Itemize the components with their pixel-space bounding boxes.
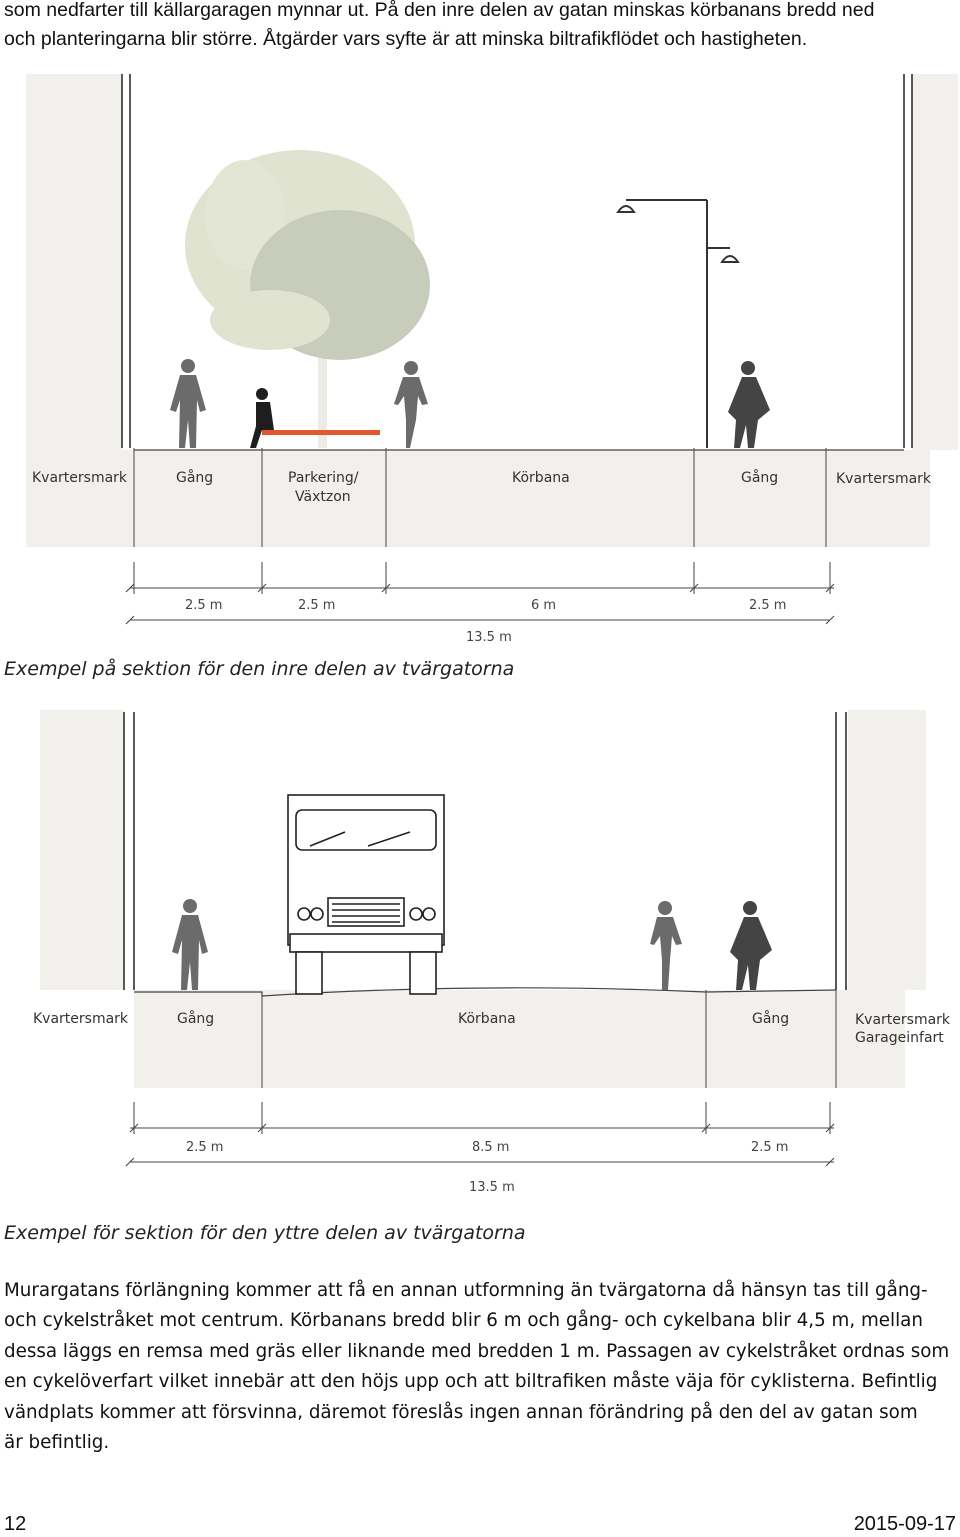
- footer-date: 2015-09-17: [853, 1513, 956, 1535]
- dimension-total: 13.5 m: [466, 630, 512, 645]
- label-korbana: Körbana: [512, 470, 570, 486]
- dimension-lines: [125, 1102, 835, 1167]
- label-kvartersmark-right: Kvartersmark: [836, 471, 932, 487]
- dimension-2: 8.5 m: [472, 1140, 509, 1155]
- label-garageinfart: Garageinfart: [855, 1030, 944, 1046]
- label-kvartersmark-right: Kvartersmark: [855, 1012, 951, 1028]
- pedestrian-right: [728, 361, 770, 448]
- truck-illustration: [287, 794, 445, 995]
- dimension-4: 2.5 m: [749, 598, 786, 613]
- ground-section: [134, 990, 905, 1088]
- pedestrian-left: [172, 899, 208, 990]
- ground-section: [26, 450, 930, 547]
- bench: [262, 430, 380, 435]
- label-parkering: Parkering/: [288, 470, 359, 486]
- label-kvartersmark-left: Kvartersmark: [33, 1011, 129, 1027]
- building-right: [848, 710, 926, 990]
- intro-line-1: som nedfarter till källargaragen mynnar …: [4, 0, 875, 21]
- dimension-1: 2.5 m: [185, 598, 222, 613]
- caption-outer-section: Exempel för sektion för den yttre delen …: [4, 1222, 526, 1244]
- pedestrian-right: [730, 901, 772, 990]
- building-left: [26, 74, 122, 450]
- label-vaxtzon: Växtzon: [295, 489, 351, 505]
- label-gang-right: Gång: [752, 1010, 789, 1027]
- body-line-6: är befintlig.: [4, 1432, 110, 1454]
- building-right: [912, 74, 958, 450]
- dimension-total: 13.5 m: [469, 1180, 515, 1195]
- page-number: 12: [4, 1513, 27, 1535]
- caption-inner-section: Exempel på sektion för den inre delen av…: [4, 658, 515, 680]
- dimension-lines: [125, 562, 835, 625]
- pedestrian-left: [170, 359, 206, 448]
- body-line-5: vändplats kommer att försvinna, däremot …: [4, 1401, 918, 1423]
- street-lamp: [616, 199, 740, 448]
- intro-line-2: och planteringarna blir större. Åtgärder…: [4, 28, 808, 50]
- label-kvartersmark-left: Kvartersmark: [32, 470, 128, 486]
- label-gang-right: Gång: [741, 469, 778, 486]
- street-section-outer-figure: Kvartersmark Gång Körbana Gång Kvartersm…: [33, 710, 951, 1195]
- label-gang-left: Gång: [176, 469, 213, 486]
- body-line-1: Murargatans förlängning kommer att få en…: [4, 1280, 928, 1301]
- dimension-1: 2.5 m: [186, 1140, 223, 1155]
- dimension-2: 2.5 m: [298, 598, 335, 613]
- body-line-3: dessa läggs en remsa med gräs eller likn…: [4, 1340, 950, 1362]
- dimension-3: 6 m: [531, 598, 556, 613]
- label-gang-left: Gång: [177, 1010, 214, 1027]
- seated-person: [250, 388, 274, 448]
- intro-paragraph: som nedfarter till källargaragen mynnar …: [4, 0, 956, 54]
- street-section-inner-figure: Kvartersmark Gång Parkering/ Växtzon Kör…: [26, 74, 958, 645]
- cyclist-left: [394, 361, 428, 448]
- cyclist: [650, 901, 682, 990]
- building-left: [40, 710, 124, 990]
- label-korbana: Körbana: [458, 1011, 516, 1027]
- body-line-4: en cykelöverfart vilket innebär att den …: [4, 1371, 938, 1393]
- body-paragraph: Murargatans förlängning kommer att få en…: [4, 1276, 959, 1458]
- dimension-3: 2.5 m: [751, 1140, 788, 1155]
- body-line-2: och cykelstråket mot centrum. Körbanans …: [4, 1310, 923, 1332]
- tree-illustration: [185, 150, 430, 448]
